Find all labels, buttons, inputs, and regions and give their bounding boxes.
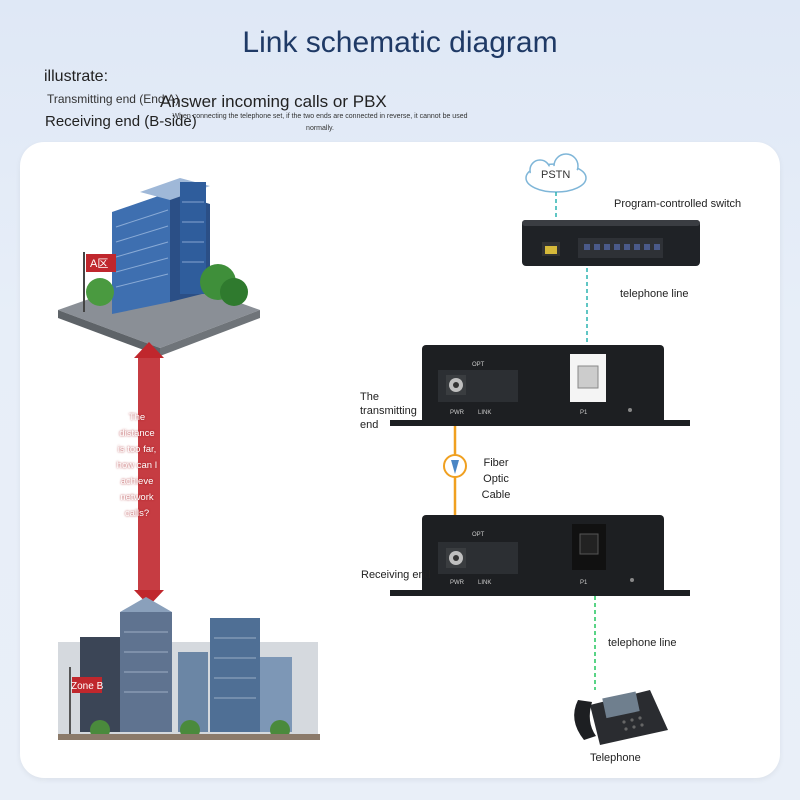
switch-device	[522, 220, 700, 266]
distance-question: The distance is too far, how can I achie…	[116, 412, 158, 519]
diagram-title: Link schematic diagram	[242, 26, 558, 59]
receiving-end-label: Receiving end	[361, 569, 431, 581]
receiving-end-legend: Receiving end (B-side)	[45, 113, 197, 130]
tx-p1-label: P1	[580, 410, 588, 416]
illustrate-heading: illustrate:	[44, 68, 109, 85]
transmitter-device	[390, 345, 690, 426]
receiver-device	[390, 515, 690, 596]
distance-arrow	[134, 342, 164, 606]
tx-opt-label: OPT	[472, 362, 485, 368]
tx-pwr-label: PWR	[450, 410, 464, 416]
zone-b-label: Zone B	[71, 681, 104, 692]
pstn-cloud-icon	[525, 153, 587, 193]
telephone-line-bottom-label: telephone line	[608, 637, 677, 649]
telephone-label: Telephone	[590, 752, 641, 764]
rx-p1-label: P1	[580, 580, 588, 586]
fiber-optic-label: Fiber Optic Cable	[481, 457, 511, 501]
rx-pwr-label: PWR	[450, 580, 464, 586]
transmitting-end-legend: Transmitting end (End A)	[47, 92, 180, 106]
telephone-line-top-label: telephone line	[620, 288, 689, 300]
building-b	[58, 597, 320, 740]
pstn-label: PSTN	[541, 169, 571, 181]
reverse-connection-note: When connecting the telephone set, if th…	[172, 113, 468, 132]
telephone-icon	[574, 690, 668, 745]
left-illustration: A区 Zone B	[58, 178, 320, 740]
switch-label: Program-controlled switch	[614, 198, 742, 210]
building-a	[58, 178, 260, 356]
tx-link-label: LINK	[478, 410, 492, 416]
transmitting-end-label: The transmitting end	[360, 391, 417, 431]
answer-calls-legend: Answer incoming calls or PBX	[160, 92, 387, 111]
zone-a-label: A区	[90, 258, 108, 270]
rx-link-label: LINK	[478, 580, 492, 586]
rx-opt-label: OPT	[472, 532, 485, 538]
